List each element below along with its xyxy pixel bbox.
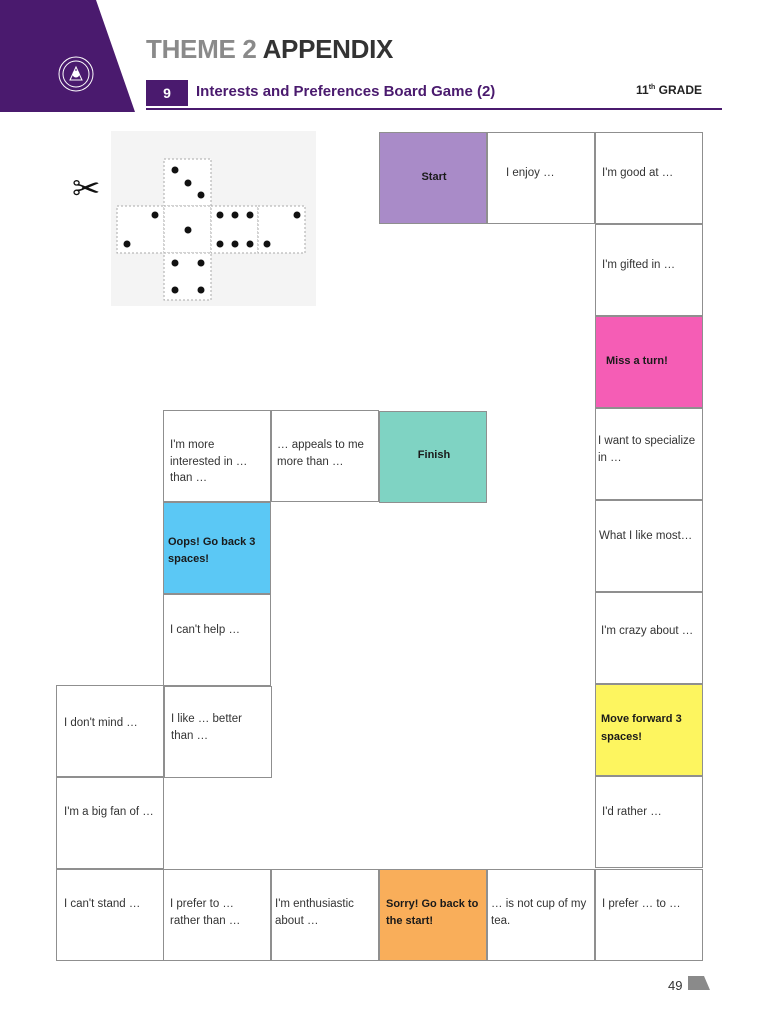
header-corner-banner (0, 0, 135, 112)
cell-big-fan: I'm a big fan of … (56, 777, 164, 869)
cell-sorry-text: Sorry! Go back to the start! (386, 898, 479, 927)
cell-good-at: I'm good at … (595, 132, 703, 224)
theme-label: THEME 2 (146, 34, 257, 64)
finish-cell: Finish (379, 411, 487, 503)
cell-enthusiastic: I'm enthusiastic about … (271, 869, 379, 961)
cell-rather-text: I'd rather … (602, 806, 662, 818)
cell-gifted: I'm gifted in … (595, 224, 703, 316)
cell-move-forward: Move forward 3 spaces! (595, 684, 703, 776)
cell-dont-mind: I don't mind … (56, 685, 164, 777)
cell-specialize: I want to specialize in … (595, 408, 703, 500)
grade-number: 11 (636, 83, 649, 97)
section-subtitle: Interests and Preferences Board Game (2) (196, 83, 496, 100)
emblem-logo (58, 56, 94, 92)
cell-enjoy: I enjoy … (487, 132, 595, 224)
cell-appeals-text: … appeals to me more than … (277, 439, 364, 468)
cell-cant-stand-text: I can't stand … (64, 898, 141, 910)
page-tab-icon (688, 976, 710, 990)
grade-label: 11th GRADE (636, 83, 702, 97)
page-title: THEME 2 APPENDIX (146, 34, 393, 65)
cell-specialize-text: I want to specialize in … (598, 435, 696, 464)
section-number: 9 (146, 80, 188, 106)
section-bar: 9 Interests and Preferences Board Game (… (146, 80, 722, 110)
dice-net (116, 158, 306, 301)
cell-crazy-about-text: I'm crazy about … (601, 625, 694, 637)
cell-enjoy-text: I enjoy … (506, 167, 555, 179)
cell-like-better-text: I like … better than … (171, 713, 242, 742)
cell-dont-mind-text: I don't mind … (64, 717, 138, 729)
appendix-label: APPENDIX (262, 34, 394, 64)
cell-enthusiastic-text: I'm enthusiastic about … (275, 898, 354, 927)
page-number: 49 (668, 978, 683, 993)
cell-prefer-to-text: I prefer … to … (602, 898, 681, 910)
cell-cant-stand: I can't stand … (56, 869, 164, 961)
cell-cant-help: I can't help … (163, 594, 271, 686)
scissors-icon: ✂ (72, 170, 101, 208)
cell-not-cup: … is not cup of my tea. (487, 869, 595, 961)
grade-suffix: th (648, 84, 656, 91)
cell-miss-turn-text: Miss a turn! (606, 355, 668, 367)
cell-like-most: What I like most… (595, 500, 703, 592)
cell-prefer-rather-text: I prefer to … rather than … (170, 898, 241, 927)
grade-word: GRADE (658, 83, 702, 97)
cell-miss-turn: Miss a turn! (595, 316, 703, 408)
dice-net-panel (111, 131, 316, 306)
start-cell: Start (379, 132, 487, 224)
start-label: Start (421, 171, 447, 183)
cell-crazy-about: I'm crazy about … (595, 592, 703, 684)
cell-not-cup-text: … is not cup of my tea. (491, 898, 587, 927)
cell-prefer-rather: I prefer to … rather than … (163, 869, 271, 961)
cell-go-back: Oops! Go back 3 spaces! (163, 502, 271, 594)
cell-gifted-text: I'm gifted in … (602, 259, 676, 271)
cell-big-fan-text: I'm a big fan of … (64, 806, 154, 818)
cell-rather: I'd rather … (595, 776, 703, 868)
cell-prefer-to: I prefer … to … (595, 869, 703, 961)
cell-move-forward-text: Move forward 3 spaces! (601, 713, 682, 743)
cell-go-back-text: Oops! Go back 3 spaces! (168, 536, 256, 565)
cell-good-at-text: I'm good at … (602, 167, 674, 179)
cell-like-better: I like … better than … (164, 686, 272, 778)
cell-cant-help-text: I can't help … (170, 624, 240, 636)
cell-sorry: Sorry! Go back to the start! (379, 869, 487, 961)
cell-appeals: … appeals to me more than … (271, 410, 379, 502)
cell-like-most-text: What I like most… (599, 530, 693, 542)
cell-more-interested-text: I'm more interested in … than … (170, 439, 248, 484)
finish-label: Finish (417, 449, 451, 461)
cell-more-interested: I'm more interested in … than … (163, 410, 271, 502)
